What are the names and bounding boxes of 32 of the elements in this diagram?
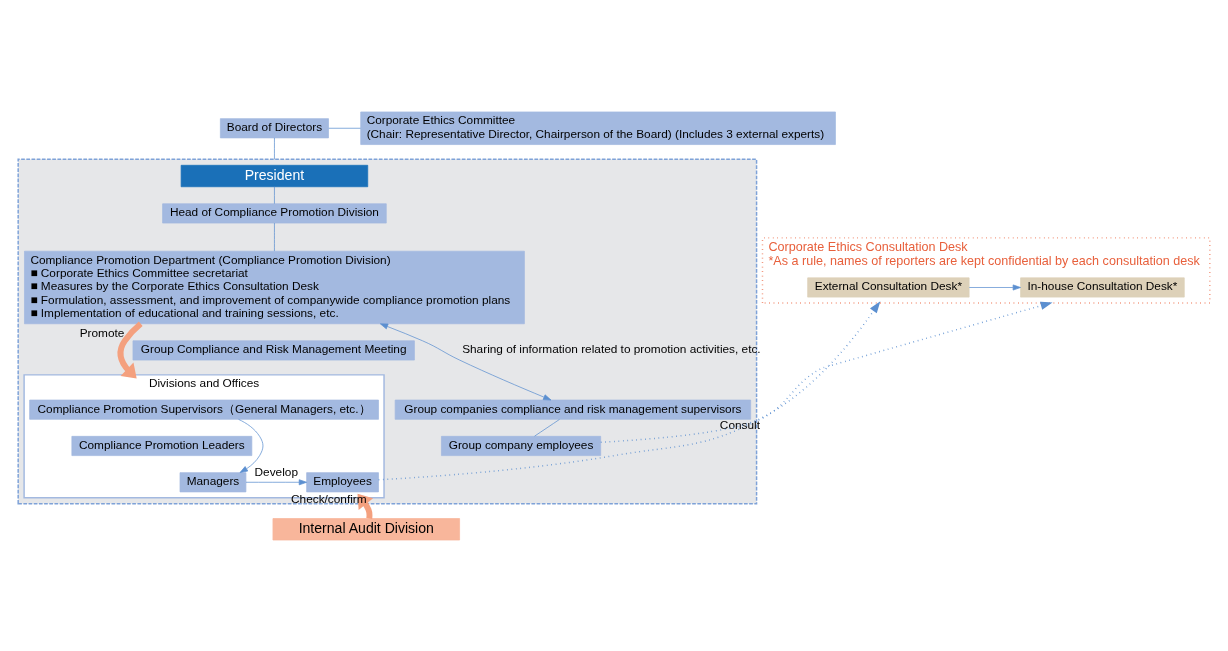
connector bbox=[274, 185, 275, 204]
node-box: External Consultation Desk* bbox=[807, 277, 970, 297]
arrow bbox=[377, 301, 1053, 481]
node-box: In-house Consultation Desk* bbox=[1020, 277, 1185, 297]
node-box: Internal Audit Division bbox=[272, 517, 460, 540]
arrow bbox=[238, 418, 264, 473]
node-box: Compliance Promotion Leaders bbox=[71, 435, 253, 456]
connector bbox=[274, 137, 275, 160]
arrow bbox=[379, 322, 552, 400]
arrow bbox=[117, 321, 143, 378]
edge-label: Promote bbox=[79, 325, 125, 340]
arrow bbox=[968, 284, 1021, 290]
node-box: Head of Compliance Promotion Division bbox=[162, 202, 387, 223]
edge-label: Sharing of information related to promotion activities, etc. bbox=[462, 341, 761, 356]
connector bbox=[534, 418, 560, 437]
node-box: Employees bbox=[306, 471, 379, 492]
arrow bbox=[600, 300, 881, 443]
node-box: Group Compliance and Risk Management Meeting bbox=[132, 339, 415, 360]
node-box: Compliance Promotion Supervisors（General Managers, etc.） bbox=[29, 399, 379, 420]
node-box: Managers bbox=[179, 471, 247, 492]
node-box: President bbox=[180, 164, 369, 187]
edge-label: Consult bbox=[719, 417, 760, 432]
arrow bbox=[245, 478, 307, 485]
node-box: Corporate Ethics Committee (Chair: Representative Director, Chairperson of the Board) (Includes 3 external experts) bbox=[360, 111, 836, 145]
connector bbox=[274, 222, 275, 251]
node-box: Group company employees bbox=[441, 435, 602, 456]
cluster bbox=[17, 158, 758, 504]
edge-label: Develop bbox=[254, 464, 298, 479]
node-box: Group companies compliance and risk management supervisors bbox=[394, 399, 751, 420]
node-box: Board of Directors bbox=[220, 117, 329, 138]
node-box: Compliance Promotion Department (Compliance Promotion Division) ■ Corporate Ethics Committee secretariat ■ Measures by the Corporate Ethics Consultation Desk ■ Formulation, assessment, and improvement of companywide compliance promotion plans ■ Implementation of educational and training sessions, etc. bbox=[24, 250, 525, 324]
connector bbox=[328, 127, 361, 129]
